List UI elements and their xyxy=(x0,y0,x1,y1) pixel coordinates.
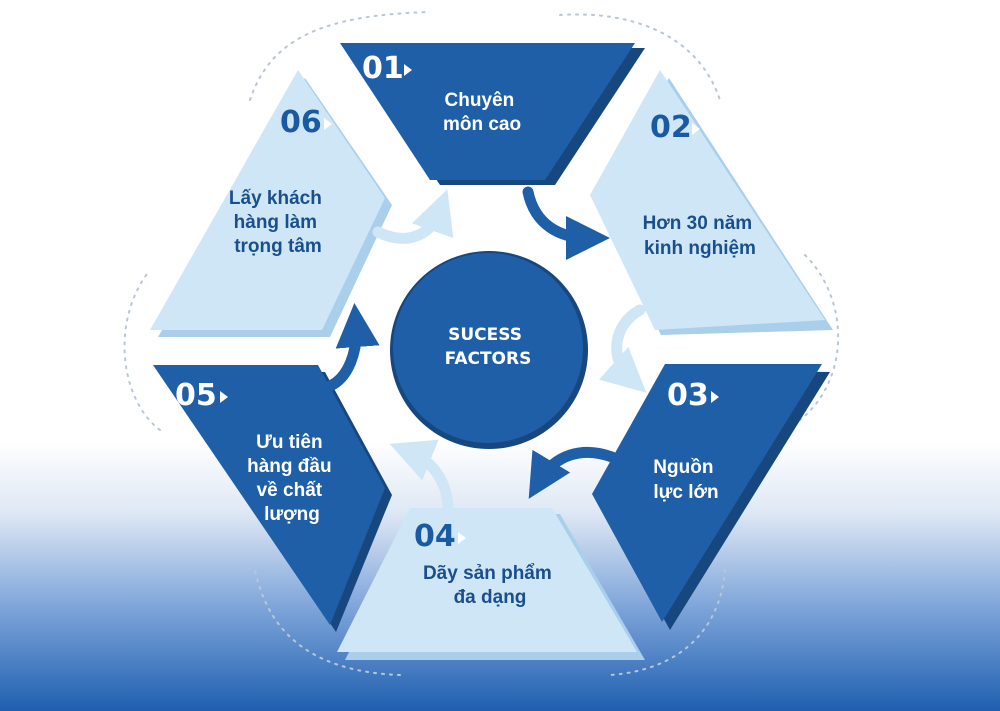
play-icon xyxy=(711,391,719,403)
segment-number: 06 xyxy=(280,105,322,140)
center-hub: SUCESS FACTORS xyxy=(390,251,588,449)
segment-label: Nguồn lực lớn xyxy=(653,457,718,503)
arrow-03-to-04 xyxy=(528,446,618,499)
arrow-05-to-06 xyxy=(324,303,380,392)
arrow-01-to-02 xyxy=(522,186,610,260)
segment-03: 03 Nguồn lực lớn xyxy=(592,364,830,630)
segment-label: Hơn 30 năm kinh nghiệm xyxy=(643,213,758,259)
segment-number: 04 xyxy=(414,519,456,554)
segment-label: Lấy khách hàng làm trọng tâm xyxy=(229,188,327,257)
center-title: SUCESS FACTORS xyxy=(445,325,532,369)
segment-04: 04 Dãy sản phẩm đa dạng xyxy=(337,508,645,660)
connector-arrows xyxy=(324,186,647,516)
segment-label: Dãy sản phẩm đa dạng xyxy=(423,563,557,608)
segment-02: 02 Hơn 30 năm kinh nghiệm xyxy=(590,70,833,335)
play-icon xyxy=(220,391,228,403)
play-icon xyxy=(458,532,466,544)
segment-label: Chuyên môn cao xyxy=(443,90,521,135)
play-icon xyxy=(404,64,412,76)
arrow-04-to-05 xyxy=(389,439,454,516)
segment-number: 01 xyxy=(362,51,404,86)
play-icon xyxy=(692,123,700,135)
segment-number: 03 xyxy=(667,378,709,413)
segment-06: 06 Lấy khách hàng làm trọng tâm xyxy=(150,70,392,337)
play-icon xyxy=(324,118,332,130)
arrow-02-to-03 xyxy=(598,304,647,393)
segment-number: 02 xyxy=(650,110,692,145)
segment-05: 05 Ưu tiên hàng đầu về chất lượng xyxy=(153,365,392,632)
segment-number: 05 xyxy=(175,378,217,413)
outer-dotted-arcs xyxy=(123,11,840,676)
arrow-06-to-01 xyxy=(372,189,454,244)
segment-label: Ưu tiên hàng đầu về chất lượng xyxy=(247,432,337,525)
segment-01: 01 Chuyên môn cao xyxy=(340,43,645,185)
